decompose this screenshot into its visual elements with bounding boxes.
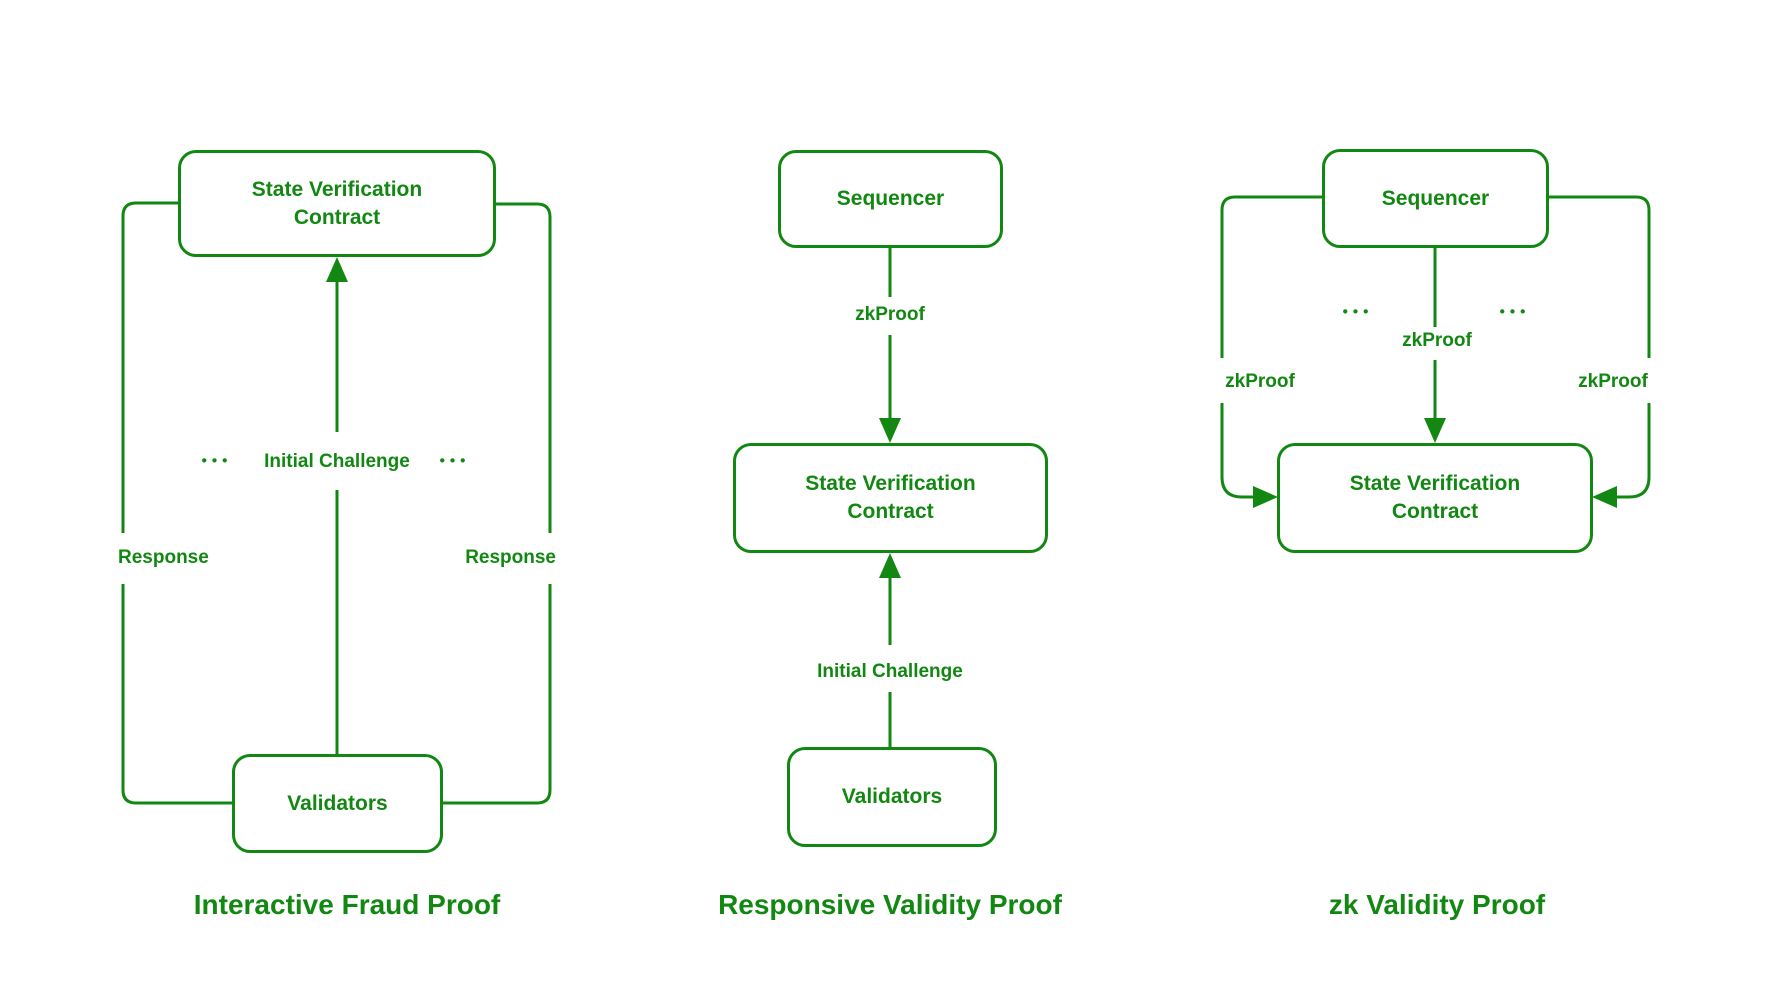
zkp-right-arrowhead (1592, 486, 1617, 508)
rvp-up-arrowhead (879, 553, 901, 578)
zkp-left-arrowhead (1253, 486, 1278, 508)
ifp-right-response-line-bottom (443, 584, 552, 805)
ifp-left-response-line-bottom (121, 584, 232, 805)
zkp-connectors (1220, 195, 1651, 508)
zkp-left-line-bottom (1220, 403, 1253, 499)
rvp-connectors (879, 248, 901, 747)
ifp-connectors (121, 201, 552, 805)
zkp-down-arrowhead (1424, 418, 1446, 443)
ifp-left-response-line-top (121, 201, 178, 533)
ifp-up-arrowhead (326, 257, 348, 282)
zkp-right-line-top (1548, 195, 1651, 358)
ifp-right-response-line-top (496, 202, 552, 533)
rvp-down-arrowhead (879, 418, 901, 443)
zkp-left-line-top (1220, 195, 1322, 358)
zkp-right-line-bottom (1617, 403, 1651, 499)
